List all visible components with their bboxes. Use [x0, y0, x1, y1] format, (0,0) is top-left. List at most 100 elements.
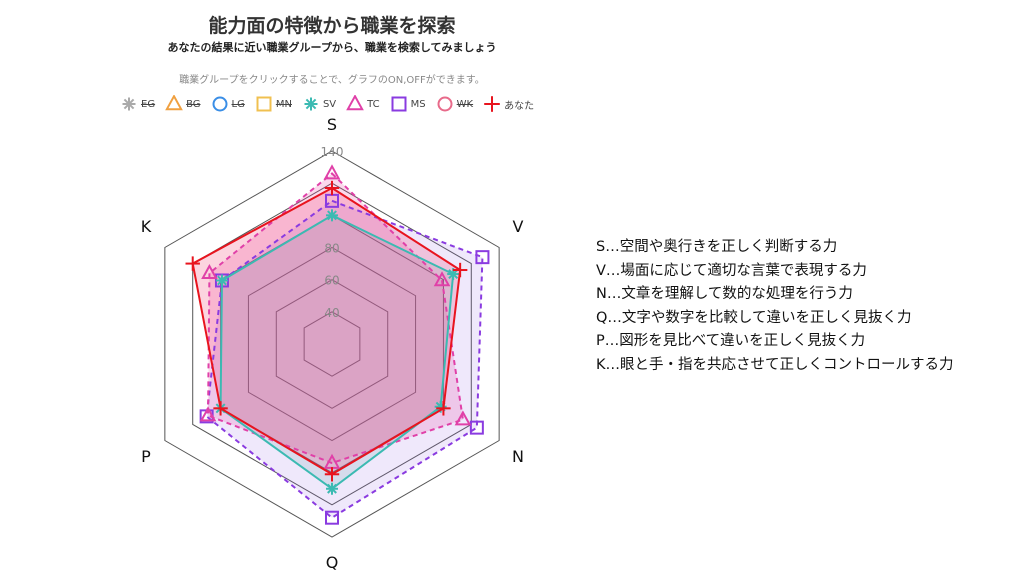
tick-label: 40 — [324, 306, 339, 320]
legend-item-bg[interactable]: BG — [165, 95, 201, 113]
series-fill-あなた — [192, 187, 461, 475]
legend-marker — [391, 96, 407, 112]
legend-item-eg[interactable]: EG — [120, 95, 155, 113]
asterisk-icon — [122, 97, 136, 111]
axis-description: S…空間や奥行きを正しく判断する力 — [596, 239, 838, 255]
series-fill-TC — [208, 173, 463, 464]
legend-label: あなた — [504, 100, 535, 112]
triangle-marker — [454, 410, 472, 426]
grid-ring-80 — [247, 246, 417, 442]
legend-label: EG — [141, 98, 156, 110]
legend-item-あなた[interactable]: あなた — [483, 95, 534, 113]
square-marker — [475, 250, 490, 265]
data-point-SV-S — [326, 209, 338, 222]
axis-label-Q: Q — [326, 553, 339, 572]
triangle-icon — [165, 95, 183, 111]
circle-marker — [212, 96, 228, 112]
triangle-marker — [165, 95, 183, 111]
series-fill-SV — [220, 215, 454, 489]
axis-description: P…図形を見比べて違いを正しく見抜く力 — [596, 333, 866, 349]
axis-description: K…眼と手・指を共応させて正しくコントロールする力 — [596, 356, 954, 373]
axis-label-K: K — [141, 217, 152, 236]
axis-label-P: P — [141, 447, 151, 466]
data-point-SV-Q — [326, 482, 338, 495]
series-line-TC — [207, 172, 465, 465]
grid-ring-60 — [275, 279, 389, 409]
legend-item-lg[interactable]: LG — [211, 95, 245, 113]
triangle-marker — [323, 164, 341, 180]
circle-icon — [437, 96, 453, 112]
tick-label: 60 — [324, 274, 339, 288]
axis-label-N: N — [512, 447, 524, 466]
triangle-icon — [346, 95, 364, 111]
tick-label: 80 — [324, 242, 339, 256]
legend-marker — [484, 96, 500, 112]
legend-label: WK — [456, 98, 474, 110]
data-point-TC-N — [454, 410, 472, 426]
legend-item-sv[interactable]: SV — [302, 95, 336, 113]
legend-marker — [304, 97, 318, 111]
grid-ring-140 — [164, 150, 500, 538]
axis-description: Q…文字や数字を比較して違いを正しく見抜く力 — [596, 309, 912, 326]
axis-label-S: S — [327, 115, 337, 134]
asterisk-stroke — [305, 98, 317, 110]
legend-label: LG — [231, 98, 245, 110]
legend-marker — [212, 96, 228, 112]
square-icon — [391, 96, 407, 112]
tick-label: 140 — [321, 145, 344, 159]
data-point-TC-S — [323, 164, 341, 180]
data-point-TC-P — [199, 406, 217, 422]
triangle-marker — [433, 271, 451, 287]
triangle-marker — [199, 406, 217, 422]
axis-description: V…場面に応じて適切な言葉で表現する力 — [596, 262, 867, 279]
square-marker — [391, 96, 407, 112]
data-point-あなた-Q — [324, 467, 340, 482]
asterisk-stroke — [217, 275, 227, 286]
legend-marker — [165, 95, 183, 111]
square-marker — [325, 510, 339, 525]
legend-item-ms[interactable]: MS — [390, 95, 426, 113]
asterisk-stroke — [327, 210, 337, 221]
data-point-あなた-K — [185, 256, 200, 271]
legend-marker — [437, 96, 453, 112]
data-point-あなた-N — [436, 401, 451, 416]
legend-label: TC — [367, 98, 380, 110]
legend-item-mn[interactable]: MN — [255, 95, 292, 113]
data-point-SV-V — [447, 268, 460, 281]
square-icon — [256, 96, 272, 112]
page-subtitle: あなたの結果に近い職業グループから、職業を検索してみましょう — [167, 41, 497, 54]
data-point-MS-N — [469, 420, 484, 435]
axis-description: N…文章を理解して数的な処理を行う力 — [596, 286, 853, 302]
square-marker — [469, 420, 484, 435]
grid-ring-40 — [303, 311, 361, 377]
legend-label: BG — [186, 98, 201, 110]
data-point-MS-Q — [325, 510, 339, 525]
data-point-SV-K — [215, 274, 228, 287]
data-point-MS-V — [475, 250, 490, 265]
circle-marker — [437, 96, 453, 112]
legend-label: MS — [410, 98, 426, 110]
asterisk-stroke — [448, 269, 459, 279]
triangle-marker — [201, 263, 218, 280]
data-point-TC-V — [433, 271, 451, 287]
triangle-marker — [346, 95, 364, 111]
legend-label: SV — [322, 98, 337, 110]
axis-label-V: V — [513, 217, 524, 236]
circle-icon — [212, 96, 228, 112]
data-point-あなた-V — [452, 262, 468, 278]
legend-marker — [346, 95, 364, 111]
legend-label: MN — [275, 98, 292, 110]
asterisk-icon — [304, 97, 318, 111]
legend-item-wk[interactable]: WK — [436, 95, 473, 113]
radar-chart: 40 60 80 140 S V N Q P K — [141, 115, 524, 572]
hint-text: 職業グループをクリックすることで、グラフのON,OFFができます。 — [179, 75, 485, 86]
cross-icon — [484, 96, 500, 112]
data-point-あなた-S — [324, 180, 340, 196]
data-point-あなた-P — [213, 401, 228, 416]
legend-marker — [256, 96, 272, 112]
asterisk-stroke — [123, 98, 135, 110]
legend-marker — [122, 97, 136, 111]
square-marker — [256, 96, 272, 112]
axis-descriptions: S…空間や奥行きを正しく判断する力 V…場面に応じて適切な言葉で表現する力 N…文章… — [596, 236, 954, 377]
legend-item-tc[interactable]: TC — [346, 95, 380, 113]
